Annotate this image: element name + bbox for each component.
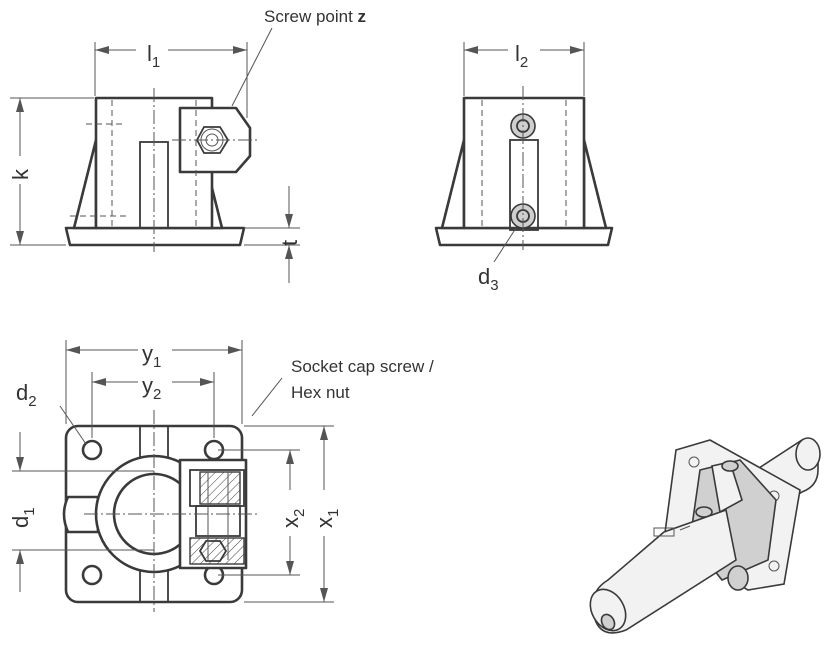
side-view [434,86,614,250]
dimension-x1: x1 [244,425,342,603]
label-x2: x2 [278,509,308,528]
label-l1: l1 [147,41,160,71]
dimension-d1: d1 [8,432,154,592]
socket-cap-label-line1: Socket cap screw / [291,357,434,376]
screw-point-label: Screw point [264,7,358,26]
screw-point-callout: Screw point z [231,7,366,107]
dimension-x2: x2 [218,449,308,576]
dimension-l2: l2 [463,36,585,96]
front-view [64,88,258,252]
label-t: t [277,240,302,246]
socket-cap-callout: Socket cap screw / Hex nut [251,357,434,417]
label-l2: l2 [515,41,528,71]
socket-cap-label-line2: Hex nut [291,383,350,402]
label-y1: y1 [142,341,161,371]
label-d2: d2 [16,380,37,410]
label-y2: y2 [142,373,161,403]
callout-d3: d3 [478,227,517,294]
dimension-l1: l1 [94,36,248,118]
label-x1: x1 [312,509,342,528]
callout-d2: d2 [16,380,87,445]
svg-text:Screw point z: Screw point z [264,7,366,26]
label-d1: d1 [8,507,38,528]
label-d3: d3 [478,264,499,294]
dimension-y1: y1 [65,336,243,424]
isometric-view [589,437,821,634]
dimension-t: t [244,186,302,283]
dimension-y2: y2 [91,368,215,438]
dimension-k: k [8,97,94,246]
label-k: k [8,168,33,180]
top-view [62,410,258,612]
